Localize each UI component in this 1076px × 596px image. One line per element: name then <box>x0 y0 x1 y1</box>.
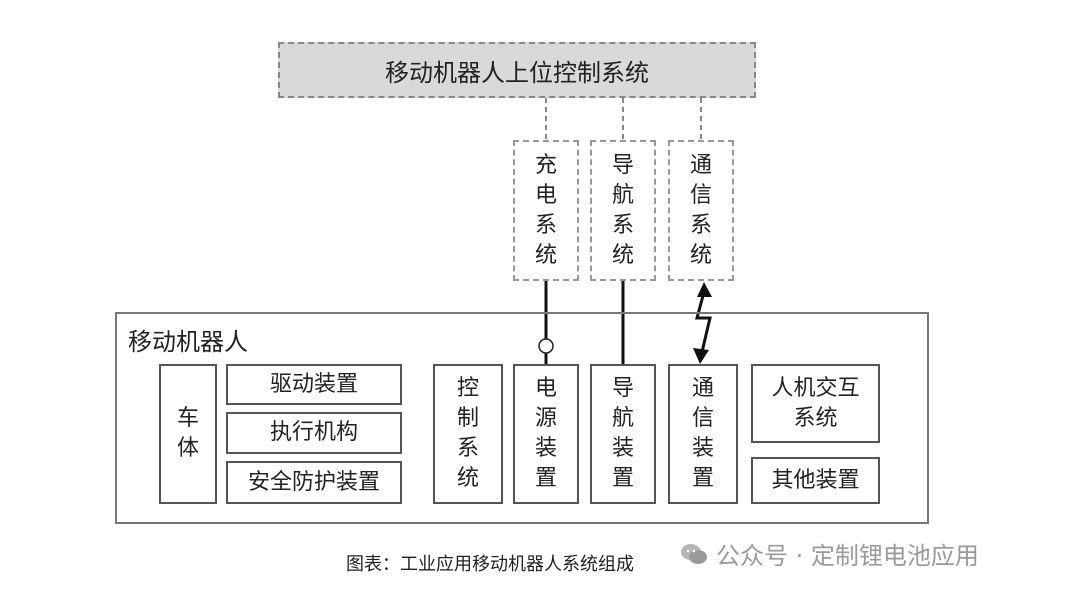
actuator-box: 执行机构 <box>226 412 402 454</box>
watermark: 公众号 · 定制锂电池应用 <box>680 536 979 571</box>
safety-device-label: 安全防护装置 <box>247 469 380 495</box>
other-devices-box: 其他装置 <box>751 457 880 504</box>
safety-device-box: 安全防护装置 <box>226 461 402 504</box>
upper-control-system-label: 移动机器人上位控制系统 <box>385 58 649 87</box>
actuator-label: 执行机构 <box>269 420 358 445</box>
navigation-system-box: 导 航 系 统 <box>590 140 656 281</box>
hmi-system-box: 人机交互 系统 <box>751 364 880 443</box>
mobile-robot-title: 移动机器人 <box>128 328 248 356</box>
charge-connector-circle <box>538 338 554 354</box>
communication-device-label: 通 信 装 置 <box>691 376 714 491</box>
navigation-system-label: 导 航 系 统 <box>611 152 634 268</box>
charging-system-box: 充 电 系 统 <box>513 140 579 281</box>
upper-control-system-box: 移动机器人上位控制系统 <box>278 42 756 98</box>
figure-caption: 图表：工业应用移动机器人系统组成 <box>346 554 634 575</box>
charging-system-label: 充 电 系 统 <box>534 152 557 268</box>
control-system-label: 控 制 系 统 <box>456 376 479 491</box>
chassis-box: 车 体 <box>159 364 217 504</box>
chassis-label: 车 体 <box>176 406 199 461</box>
navigation-device-box: 导 航 装 置 <box>590 364 656 504</box>
wireless-arrow-top <box>697 282 712 297</box>
other-devices-label: 其他装置 <box>771 467 860 493</box>
communication-system-box: 通 信 系 统 <box>668 140 734 281</box>
watermark-text: 公众号 · 定制锂电池应用 <box>716 542 979 570</box>
power-device-box: 电 源 装 置 <box>513 364 579 504</box>
drive-device-label: 驱动装置 <box>269 371 358 397</box>
communication-device-box: 通 信 装 置 <box>668 364 738 504</box>
mobile-robot-frame <box>115 312 929 524</box>
navigation-device-label: 导 航 装 置 <box>611 376 634 491</box>
drive-device-box: 驱动装置 <box>226 364 402 405</box>
communication-system-label: 通 信 系 统 <box>689 152 712 268</box>
wireless-arrow-bottom <box>693 348 709 364</box>
hmi-system-label: 人机交互 系统 <box>771 375 860 431</box>
wechat-icon <box>681 543 707 564</box>
control-system-box: 控 制 系 统 <box>433 364 503 504</box>
wireless-link-comm <box>695 291 712 353</box>
power-device-label: 电 源 装 置 <box>534 376 557 491</box>
